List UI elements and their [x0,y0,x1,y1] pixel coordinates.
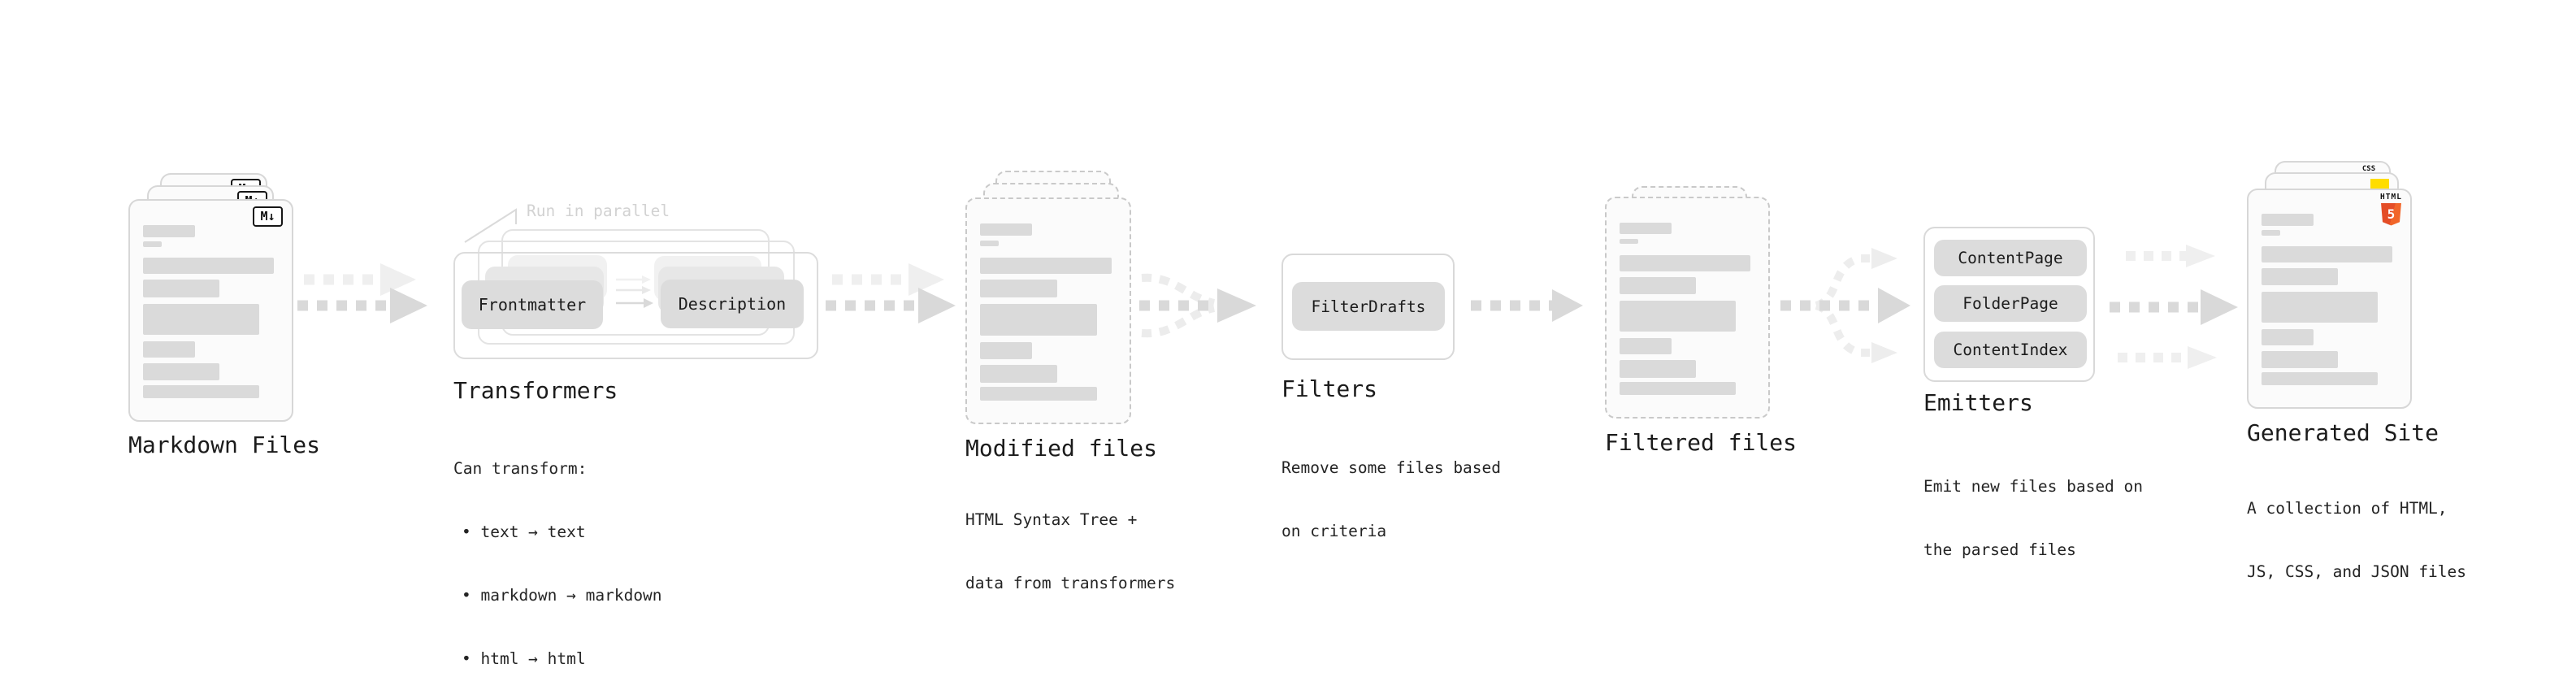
markdown-icon: M↓ [253,206,283,227]
stage-desc-filters: Remove some files based on criteria [1281,415,1501,584]
text-line-placeholder [1619,254,1751,272]
flow-arrow-filtered-to-emitters [1780,248,1910,363]
transformers-desc-heading: Can transform: [453,459,588,478]
generated-site-page-html: HTML 5 [2247,189,2412,409]
filtered-file-page-front [1605,197,1770,419]
markdown-file-page-front: M↓ [128,199,293,422]
transformer-outline-front [453,252,818,359]
stage-title-generated-site: Generated Site [2247,419,2439,446]
css-icon-label: CSS [2361,165,2376,173]
text-line-placeholder [980,364,1057,383]
js-icon [2370,179,2389,189]
markdown-files-stack: M↓ M↓ M↓ [128,173,327,422]
run-in-parallel-annotation: Run in parallel [527,202,670,220]
stage-desc-modified-files: HTML Syntax Tree + data from transformer… [965,467,1175,636]
transformer-step-arrows [616,275,653,308]
generated-site-stack: CSS HTML 5 [2247,161,2446,409]
filters-desc-line: on criteria [1281,522,1387,540]
description-box: Description [661,280,804,328]
modified-desc-line: data from transformers [965,574,1176,592]
text-line-placeholder [2261,268,2339,286]
emitters-desc-line: Emit new files based on [1923,477,2144,496]
flow-arrow-filters-to-filtered [1471,289,1583,322]
text-line-placeholder [1619,238,1638,245]
stage-desc-emitters: Emit new files based on the parsed files [1923,434,2143,603]
text-line-placeholder [2261,214,2314,227]
contentpage-box: ContentPage [1934,240,2087,276]
markdown-icon-glyph: M↓ [260,209,275,223]
filters-desc-line: Remove some files based [1281,458,1502,477]
text-line-placeholder [142,362,220,381]
filtered-files-stack [1605,186,1803,419]
stage-title-modified-files: Modified files [965,435,1158,462]
text-line-placeholder [2261,246,2393,263]
text-line-placeholder [980,280,1057,297]
text-line-placeholder [1619,222,1672,235]
text-line-placeholder [142,224,195,237]
modified-desc-line: HTML Syntax Tree + [965,510,1138,529]
text-line-placeholder [980,240,999,246]
text-line-placeholder [142,241,162,247]
text-line-placeholder [142,384,260,398]
stage-desc-transformers: Can transform: • text → text • markdown … [453,416,662,681]
text-line-placeholder [2261,372,2379,386]
flow-arrow-modified-to-filters [1139,273,1256,338]
modified-files-stack [965,171,1164,424]
text-line-placeholder [980,223,1032,236]
frontmatter-box: Frontmatter [462,280,603,329]
text-line-placeholder [1619,360,1697,378]
generated-desc-line: A collection of HTML, [2247,499,2448,518]
emitters-desc-line: the parsed files [1923,540,2076,559]
flow-arrow-markdown-to-transformers [297,263,427,323]
modified-file-page-front [965,197,1131,424]
text-line-placeholder [980,387,1097,401]
text-line-placeholder [1619,381,1737,396]
text-line-placeholder [142,280,220,297]
folderpage-box: FolderPage [1934,285,2087,322]
text-line-placeholder [980,342,1032,359]
stage-title-markdown-files: Markdown Files [128,432,321,458]
parallel-leader-line [464,208,517,243]
text-line-placeholder [2261,292,2379,323]
html5-icon-shield: 5 [2381,202,2401,226]
emitters-panel: ContentPage FolderPage ContentIndex [1923,227,2095,382]
text-line-placeholder [2261,230,2280,236]
text-line-placeholder [1619,301,1737,332]
text-line-placeholder [2261,328,2314,345]
text-line-placeholder [1619,276,1697,295]
html5-icon-word: HTML [2380,193,2402,202]
text-line-placeholder [980,304,1097,336]
text-line-placeholder [142,340,195,358]
text-line-placeholder [1619,338,1672,355]
stage-title-transformers: Transformers [453,377,618,404]
stage-desc-generated-site: A collection of HTML, JS, CSS, and JSON … [2247,456,2466,625]
transformers-bullet: • html → html [462,649,586,668]
html5-icon-glyph: 5 [2387,206,2396,222]
generated-desc-line: JS, CSS, and JSON files [2247,562,2467,581]
transformers-group: Run in parallel Frontmatter Description [453,202,835,366]
text-line-placeholder [142,303,260,335]
flow-arrow-emitters-to-generated [2110,245,2238,369]
stage-title-filtered-files: Filtered files [1605,429,1798,456]
filters-panel: FilterDrafts [1281,254,1455,360]
stage-title-filters: Filters [1281,375,1378,402]
contentindex-box: ContentIndex [1934,332,2087,368]
transformers-bullet: • markdown → markdown [462,586,662,605]
text-line-placeholder [980,257,1112,275]
transformers-bullet: • text → text [462,523,586,541]
flow-arrow-transformers-to-modified [826,263,956,323]
text-line-placeholder [2261,350,2339,368]
filterdrafts-box: FilterDrafts [1292,282,1445,331]
html5-icon: HTML 5 [2380,193,2402,226]
text-line-placeholder [142,258,275,275]
stage-title-emitters: Emitters [1923,389,2033,416]
